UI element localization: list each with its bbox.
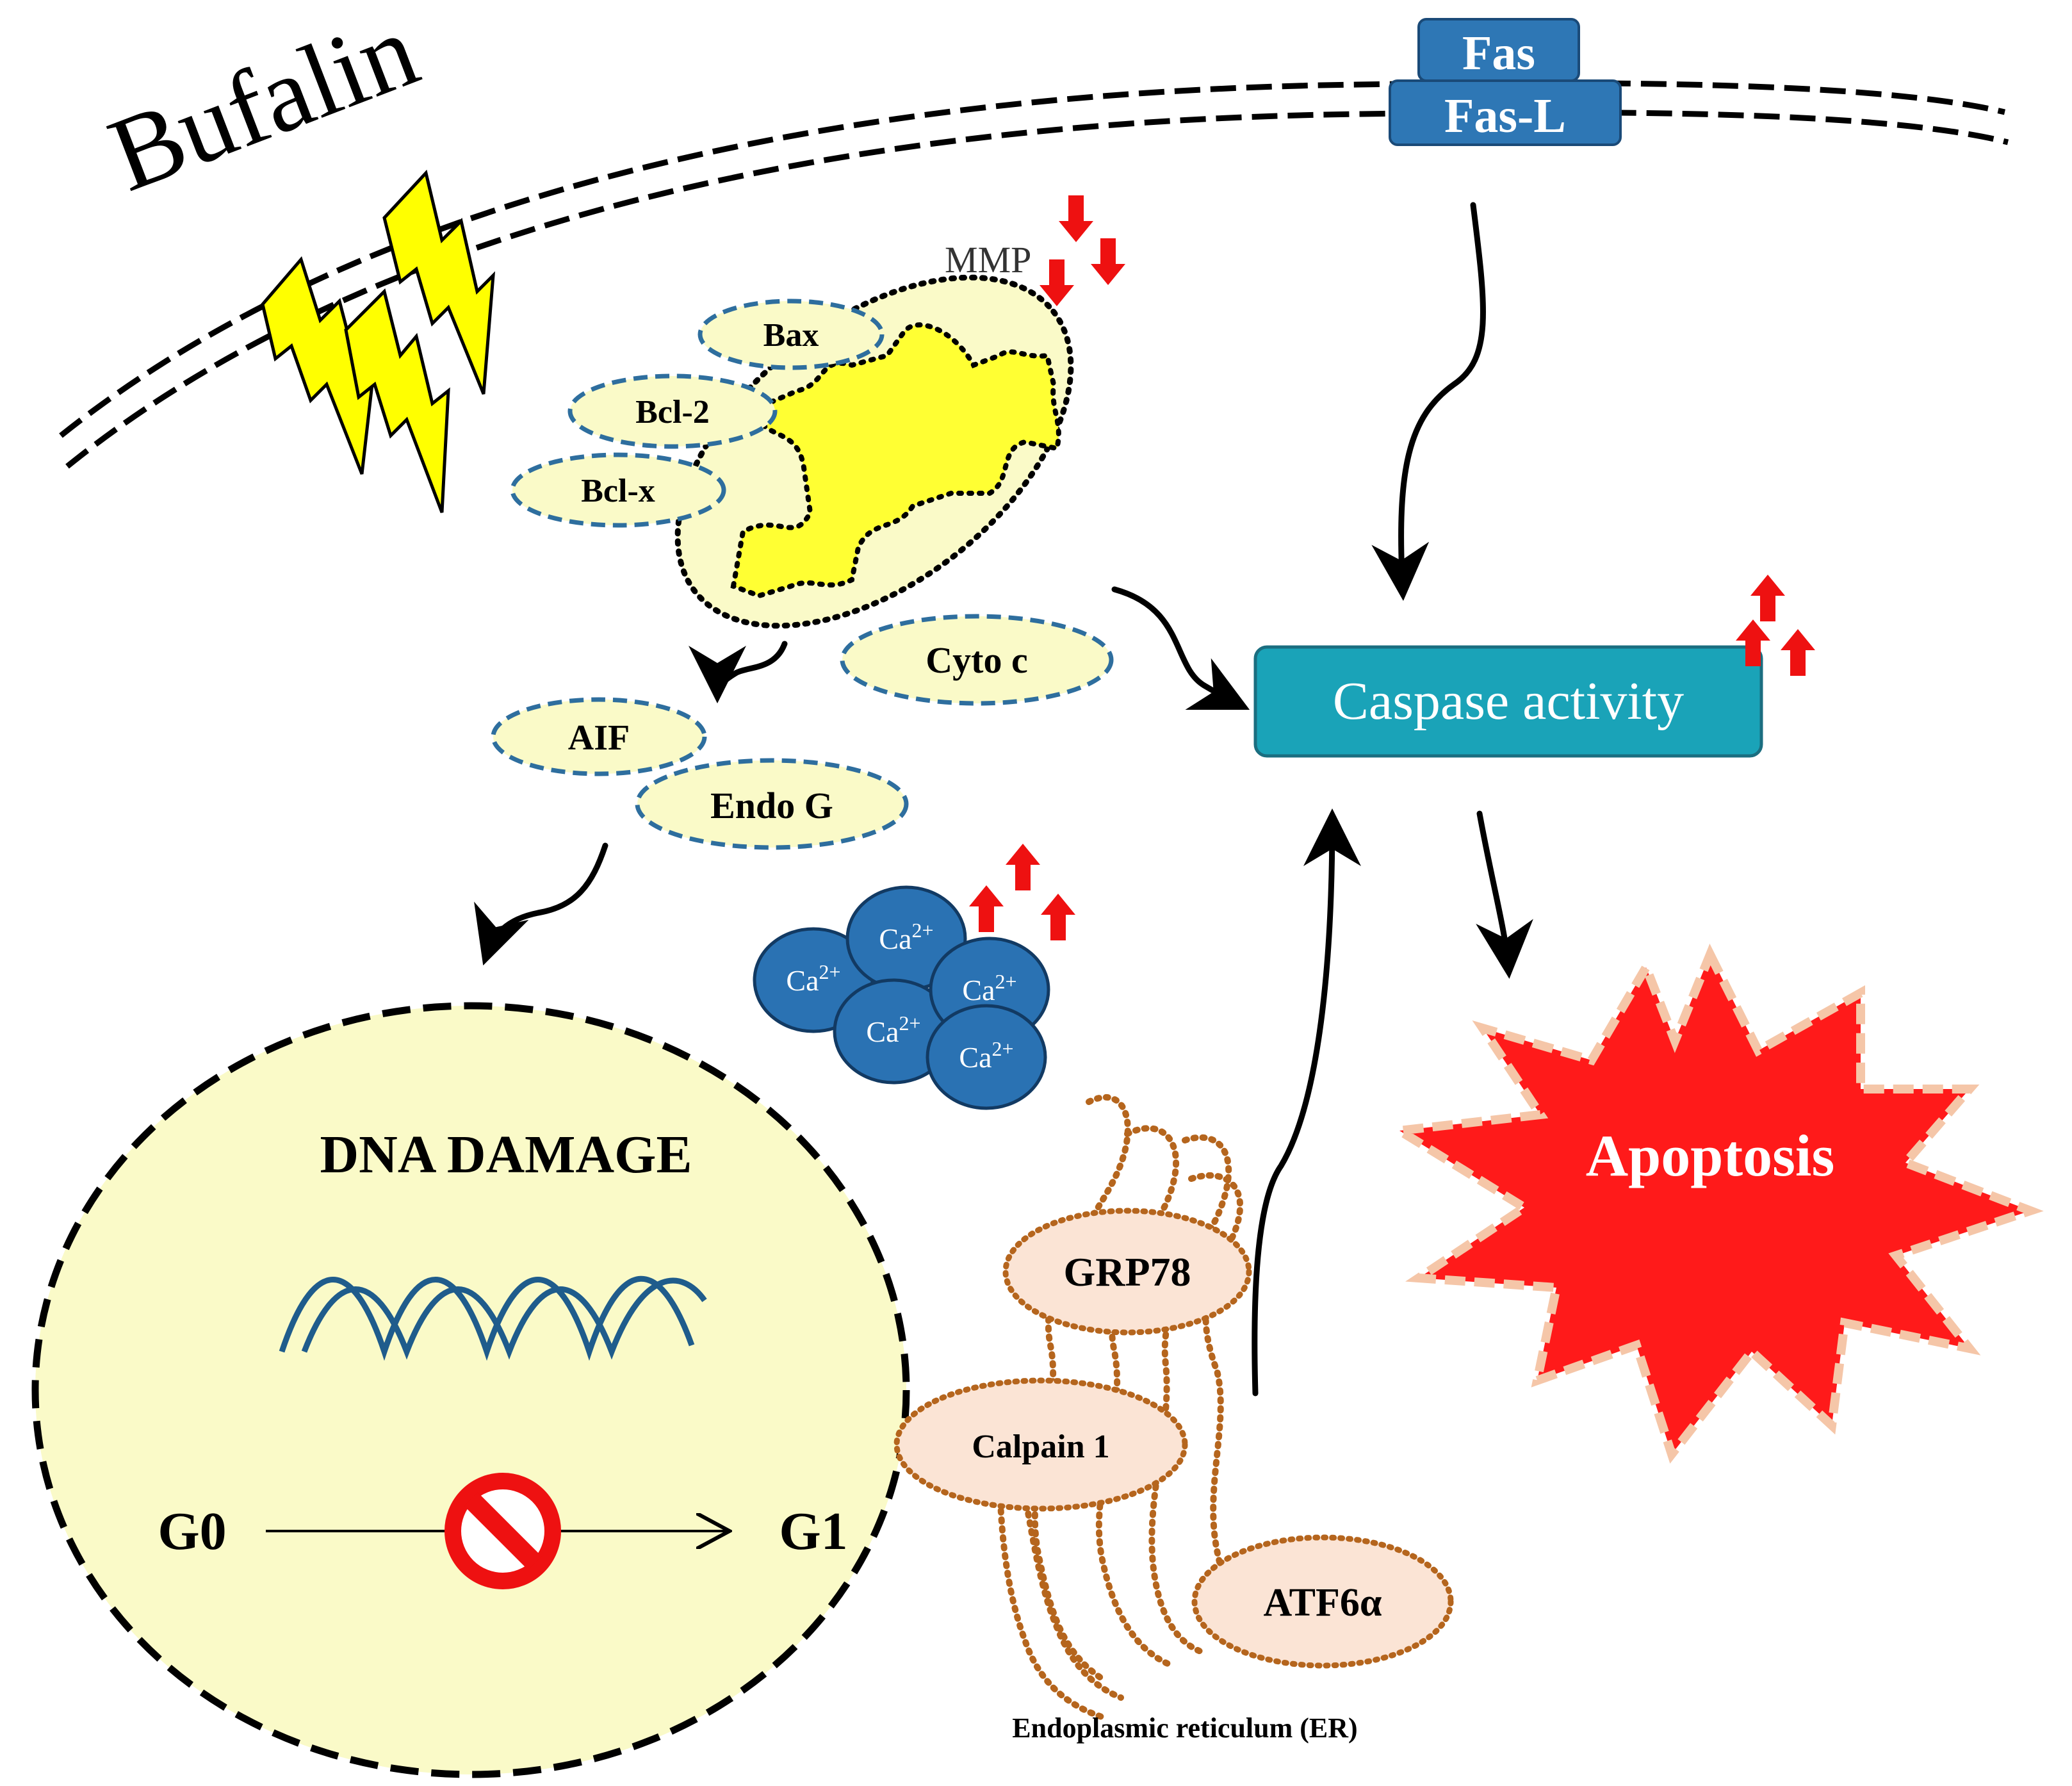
cell-membrane (59, 80, 2009, 469)
calcium-ions: Ca2+ Ca2+ Ca2+ Ca2+ Ca2+ (753, 885, 1050, 1110)
apoptosis-burst: Apoptosis (1386, 944, 2044, 1464)
endo-g-label: Endo G (710, 785, 833, 826)
calcium-ion: Ca2+ (833, 978, 954, 1085)
er-caption: Endoplasmic reticulum (ER) (1012, 1712, 1357, 1744)
ca-charge: 2+ (899, 1012, 921, 1035)
atf6a-label: ATF6α (1263, 1581, 1382, 1625)
ca-charge: 2+ (912, 919, 934, 942)
fas-receptor: Fas (1417, 18, 1580, 82)
calcium-ion: Ca2+ (845, 885, 967, 992)
svg-text:Ca2+: Ca2+ (962, 970, 1016, 1006)
grp78-label: GRP78 (1063, 1249, 1191, 1295)
caspase-activity-label: Caspase activity (1333, 671, 1684, 731)
lightning-icon (261, 169, 496, 513)
protein-bcl-2: Bcl-2 (567, 373, 778, 449)
mitochondrion (674, 274, 1074, 629)
calcium-ion: Ca2+ (926, 1004, 1047, 1110)
nucleus: DNA DAMAGE G0 G1 (31, 1002, 910, 1778)
dna-damage-title: DNA DAMAGE (320, 1125, 692, 1184)
svg-text:Ca2+: Ca2+ (879, 919, 933, 955)
apoptosis-label: Apoptosis (1586, 1123, 1835, 1188)
fas-l-label: Fas-L (1444, 89, 1566, 143)
protein-grp78: GRP78 (1002, 1208, 1252, 1336)
prohibited-icon (445, 1473, 561, 1589)
protein-calpain-1: Calpain 1 (893, 1377, 1188, 1512)
mmp-label: MMP (945, 239, 1031, 281)
protein-bcl-x: Bcl-x (510, 452, 726, 528)
ca-symbol: Ca (962, 974, 995, 1006)
pathway-arrows (474, 202, 1533, 1397)
bcl-2-label: Bcl-2 (635, 394, 710, 430)
aif-label: AIF (568, 718, 630, 758)
fas-label: Fas (1462, 26, 1535, 80)
calcium-increase-arrows (969, 844, 1075, 940)
protein-endo-g: Endo G (635, 758, 909, 850)
fas-ligand: Fas-L (1389, 79, 1622, 146)
g1-label: G1 (779, 1502, 847, 1561)
bax-label: Bax (763, 317, 819, 354)
calpain-1-label: Calpain 1 (972, 1429, 1109, 1465)
protein-cyto-c: Cyto c (840, 614, 1114, 706)
protein-bax: Bax (697, 299, 885, 370)
svg-text:Ca2+: Ca2+ (786, 960, 840, 997)
ca-symbol: Ca (786, 964, 819, 997)
protein-aif: AIF (491, 697, 707, 776)
ca-symbol: Ca (879, 922, 911, 955)
bufalin-title: Bufalin (94, 0, 432, 214)
g0-label: G0 (158, 1502, 226, 1561)
protein-atf6a: ATF6α (1191, 1534, 1454, 1669)
ca-symbol: Ca (866, 1015, 899, 1048)
svg-text:Ca2+: Ca2+ (959, 1037, 1013, 1074)
bcl-x-label: Bcl-x (581, 473, 655, 509)
caspase-increase-arrows (1736, 575, 1815, 676)
svg-text:Ca2+: Ca2+ (866, 1012, 920, 1048)
ca-charge: 2+ (992, 1037, 1014, 1060)
cyto-c-label: Cyto c (926, 639, 1027, 681)
ca-symbol: Ca (959, 1041, 991, 1074)
ca-charge: 2+ (995, 970, 1017, 993)
mmp-decrease-arrows (1040, 195, 1125, 306)
ca-charge: 2+ (819, 960, 841, 983)
caspase-activity-box: Caspase activity (1253, 645, 1763, 758)
dna-helix-icon (279, 1275, 707, 1361)
